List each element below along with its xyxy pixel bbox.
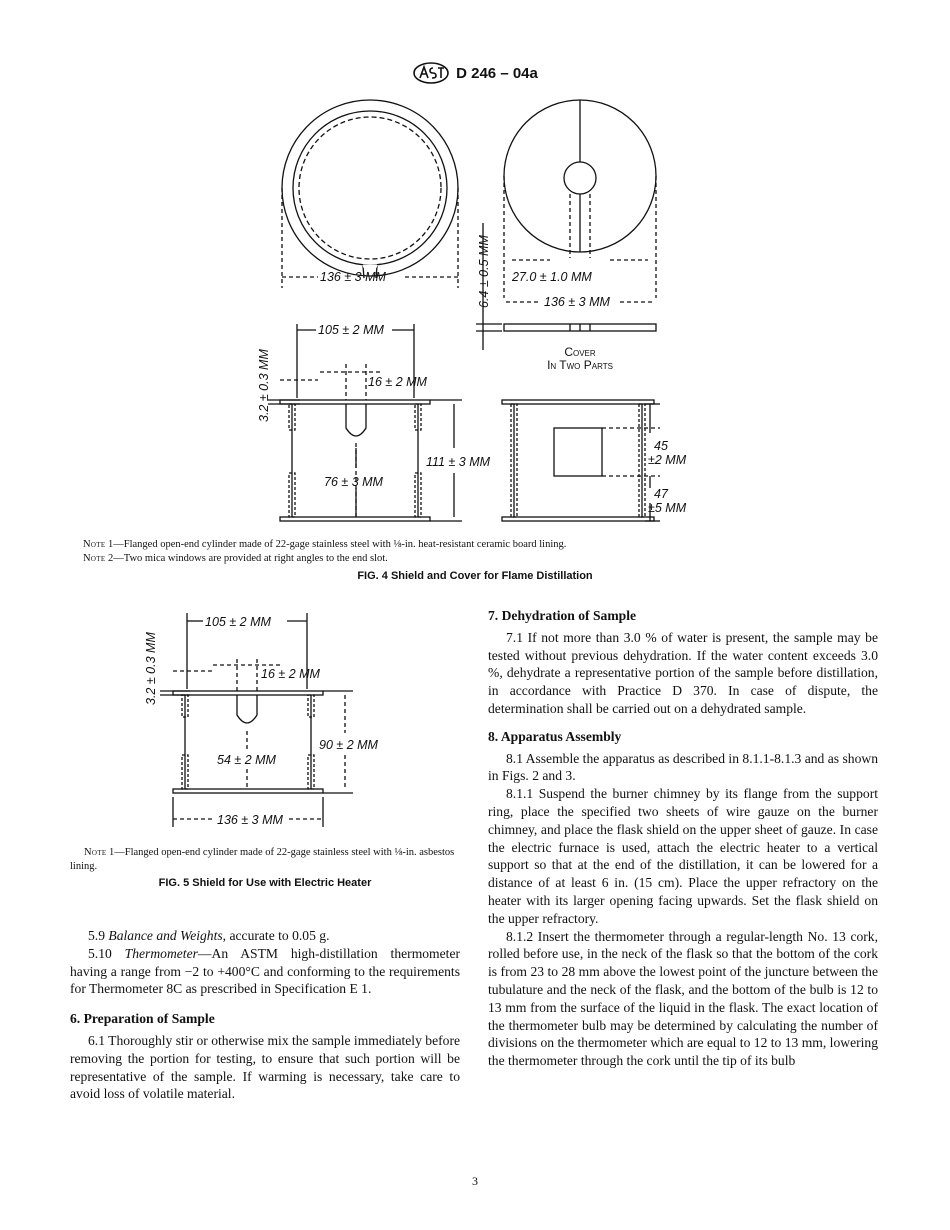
para-5-9: 5.9 Balance and Weights, accurate to 0.0… xyxy=(88,928,330,943)
heading-section-7: 7. Dehydration of Sample xyxy=(488,608,637,623)
fig5-dim-slot-depth: 54 ± 2 MM xyxy=(217,753,277,767)
para-5-10: 5.10 Thermometer—An ASTM high-distillati… xyxy=(70,945,461,997)
fig4-dim-cover-dia: 136 ± 3 MM xyxy=(544,295,610,309)
fig4-cover-label-2: In Two Parts xyxy=(547,358,613,372)
cover-top-view xyxy=(503,99,657,298)
fig4-dim-slot-width: 16 ± 2 MM xyxy=(368,375,428,389)
fig5-dim-flange-thick: 3.2 ± 0.3 MM xyxy=(144,632,158,705)
para-8-1-2: 8.1.2 Insert the thermometer through a r… xyxy=(488,928,878,1069)
fig5-dim-bottom: 136 ± 3 MM xyxy=(217,813,283,827)
fig5-dim-top: 105 ± 2 MM xyxy=(205,615,271,629)
document-designation: D 246 – 04a xyxy=(456,64,538,82)
page-header: D 246 – 04a xyxy=(0,62,950,89)
shield-side-view xyxy=(279,399,431,522)
fig4-dim-ring-dia: 136 ± 3 MM xyxy=(320,270,386,284)
fig4-note-2: Note 2—Two mica windows are provided at … xyxy=(83,553,388,564)
heading-section-8: 8. Apparatus Assembly xyxy=(488,728,622,744)
page-number: 3 xyxy=(472,1174,478,1188)
fig4-dim-win-bot-1: 47 xyxy=(654,487,669,501)
fig4-cover-label-1: Cover xyxy=(564,345,596,359)
left-column: 5.9 Balance and Weights, accurate to 0.0… xyxy=(70,927,460,1103)
para-7-1: 7.1 If not more than 3.0 % of water is p… xyxy=(488,629,878,716)
fig4-dim-flange-thick: 3.2 ± 0.3 MM xyxy=(257,349,271,422)
fig5-dim-height: 90 ± 2 MM xyxy=(319,738,379,752)
shield-top-view xyxy=(281,99,459,279)
para-8-1-1: 8.1.1 Suspend the burner chimney by its … xyxy=(488,786,878,926)
right-column: 7. Dehydration of Sample 7.1 If not more… xyxy=(488,607,878,1070)
para-6-1: 6.1 Thoroughly stir or otherwise mix the… xyxy=(70,1032,460,1102)
astm-logo-icon xyxy=(413,62,449,84)
fig4-dim-cover-hole: 27.0 ± 1.0 MM xyxy=(511,270,592,284)
fig4-drawing: 136 ± 3 MM 27.0 ± 1.0 MM 136 ± 3 MM 6.4 … xyxy=(257,99,687,522)
fig4-dim-height: 111 ± 3 MM xyxy=(426,455,491,469)
fig5-caption: FIG. 5 Shield for Use with Electric Heat… xyxy=(158,877,372,889)
fig4-dim-slot-depth: 76 ± 3 MM xyxy=(324,475,384,489)
fig5-dim-slot-width: 16 ± 2 MM xyxy=(261,667,321,681)
heading-section-6: 6. Preparation of Sample xyxy=(70,1011,215,1027)
fig4-caption: FIG. 4 Shield and Cover for Flame Distil… xyxy=(357,570,593,582)
para-8-1: 8.1 Assemble the apparatus as described … xyxy=(488,750,878,784)
fig4-dim-win-top-1: 45 xyxy=(654,439,668,453)
fig5-note-1: Note 1—Flanged open-end cylinder made of… xyxy=(70,847,455,872)
fig4-dim-cyl-top: 105 ± 2 MM xyxy=(318,323,384,337)
fig5-drawing: 105 ± 2 MM 3.2 ± 0.3 MM 16 ± 2 MM 90 ± 2… xyxy=(144,613,379,827)
fig4-dim-win-bot-2: ±5 MM xyxy=(648,501,687,515)
fig4-dim-win-top-2: ±2 MM xyxy=(648,453,687,467)
fig4-dim-cover-thick: 6.4 ± 0.5 MM xyxy=(477,235,491,308)
fig4-note-1: Note 1—Flanged open-end cylinder made of… xyxy=(83,539,567,550)
cover-side-view xyxy=(501,399,660,522)
fig4-notes: Note 1—Flanged open-end cylinder made of… xyxy=(83,538,873,566)
